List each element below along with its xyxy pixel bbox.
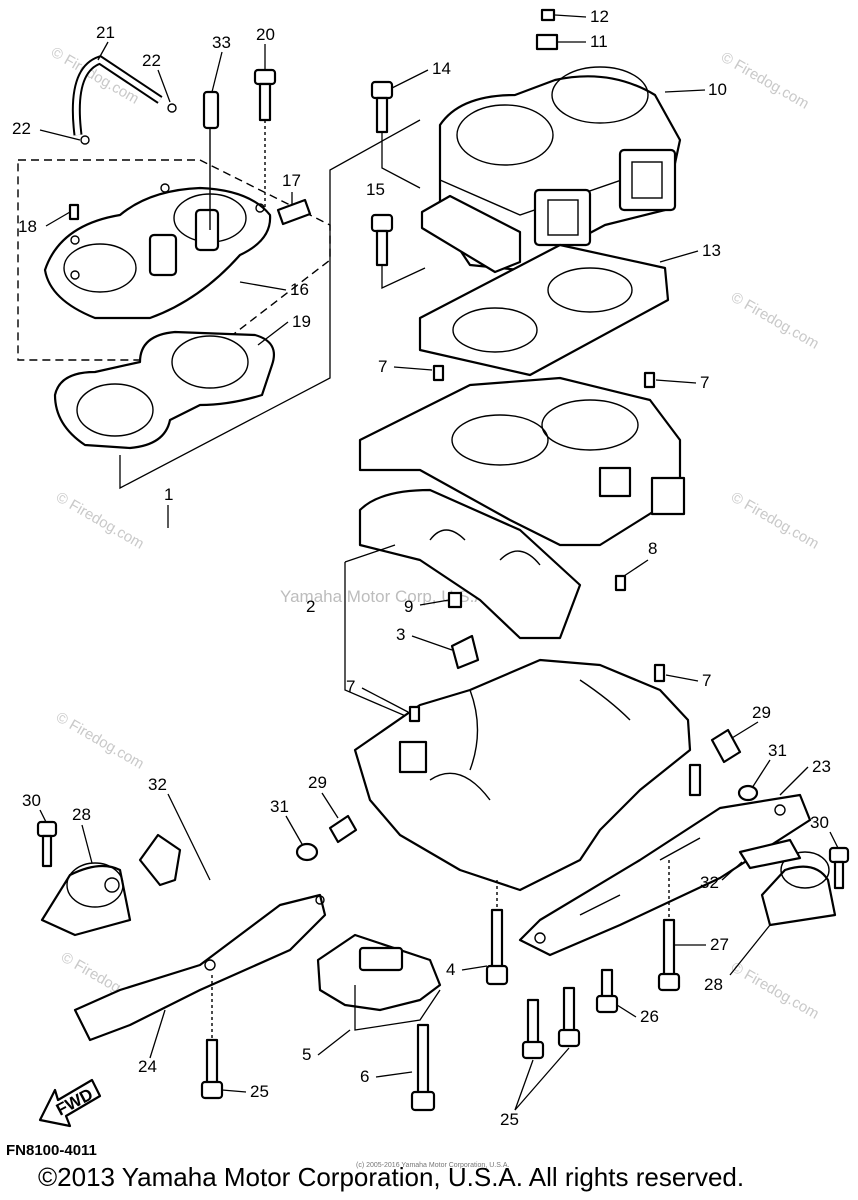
callouts: 1 2 3 4 5 6 7 7 7 7 8 9 10 11 12 13 14 1… [12, 7, 839, 1129]
engine-mount-28-right [760, 851, 837, 927]
damper-32-right [738, 838, 802, 870]
callout-25b: 25 [500, 1110, 519, 1129]
head-cover-group [17, 55, 331, 361]
callout-32b: 32 [700, 873, 719, 892]
fwd-arrow: FWD [38, 1078, 102, 1128]
bracket-5 [316, 933, 442, 1031]
callout-15: 15 [366, 180, 385, 199]
callout-31a: 31 [270, 797, 289, 816]
callout-10: 10 [708, 80, 727, 99]
bolt-30-right [828, 846, 850, 864]
callout-25a: 25 [250, 1082, 269, 1101]
callout-22a: 22 [142, 51, 161, 70]
callout-5: 5 [302, 1045, 311, 1064]
callout-31b: 31 [768, 741, 787, 760]
svg-text:© Firedog.com: © Firedog.com [53, 709, 147, 773]
callout-28b: 28 [704, 975, 723, 994]
svg-text:© Firedog.com: © Firedog.com [728, 959, 822, 1023]
upper-crankcase-2 [358, 364, 686, 670]
svg-text:© Firedog.com: © Firedog.com [718, 49, 812, 113]
bolt-29-right [710, 728, 742, 764]
damper-32-left [138, 833, 182, 887]
callout-32a: 32 [148, 775, 167, 794]
svg-text:© Firedog.com: © Firedog.com [53, 489, 147, 553]
bolt-29-left [328, 814, 358, 844]
callout-29a: 29 [308, 773, 327, 792]
callout-29b: 29 [752, 703, 771, 722]
callout-8: 8 [648, 539, 657, 558]
washer-31-left [295, 842, 319, 862]
lower-crankcase [353, 658, 702, 892]
callout-24: 24 [138, 1057, 157, 1076]
callout-23: 23 [812, 757, 831, 776]
callout-17: 17 [282, 171, 301, 190]
right-mount-23 [518, 793, 812, 957]
cylinder-gasket-13 [418, 243, 670, 377]
callout-19: 19 [292, 312, 311, 331]
callout-2: 2 [306, 597, 315, 616]
callout-11: 11 [590, 32, 608, 51]
callout-7b: 7 [700, 373, 709, 392]
callout-22b: 22 [12, 119, 31, 138]
callout-18: 18 [18, 217, 37, 236]
callout-21: 21 [96, 23, 115, 42]
callout-27: 27 [710, 935, 729, 954]
callout-12: 12 [590, 7, 609, 26]
svg-text:© Firedog.com: © Firedog.com [728, 489, 822, 553]
callout-7a: 7 [378, 357, 387, 376]
washer-31-right [737, 784, 759, 802]
bolt-30-left [36, 820, 58, 838]
callout-7c: 7 [346, 677, 355, 696]
left-mount-24 [73, 893, 327, 1042]
callout-28a: 28 [72, 805, 91, 824]
callout-9: 9 [404, 597, 413, 616]
callout-26: 26 [640, 1007, 659, 1026]
center-watermark: Yamaha Motor Corp, U.S.A. [280, 587, 490, 606]
copyright-small: (c) 2005-2016 Yamaha Motor Corporation, … [356, 1162, 510, 1169]
callout-20: 20 [256, 25, 275, 44]
cylinder-10 [420, 8, 682, 274]
callout-6: 6 [360, 1067, 369, 1086]
callout-3: 3 [396, 625, 405, 644]
callout-30b: 30 [810, 813, 829, 832]
callout-16: 16 [290, 280, 309, 299]
callout-1: 1 [164, 485, 173, 504]
copyright-notice: ©2013 Yamaha Motor Corporation, U.S.A. A… [38, 1162, 745, 1192]
callout-30a: 30 [22, 791, 41, 810]
bolts-14-15 [370, 80, 426, 290]
callout-7d: 7 [702, 671, 711, 690]
callout-33: 33 [212, 33, 231, 52]
callout-4: 4 [446, 960, 455, 979]
callout-13: 13 [702, 241, 721, 260]
long-bolts [200, 860, 681, 1112]
engine-mount-28-left [40, 862, 132, 937]
callout-14: 14 [432, 59, 451, 78]
diagram-code: FN8100-4011 [6, 1142, 97, 1159]
svg-text:© Firedog.com: © Firedog.com [728, 289, 822, 353]
head-gasket-19 [53, 330, 276, 450]
